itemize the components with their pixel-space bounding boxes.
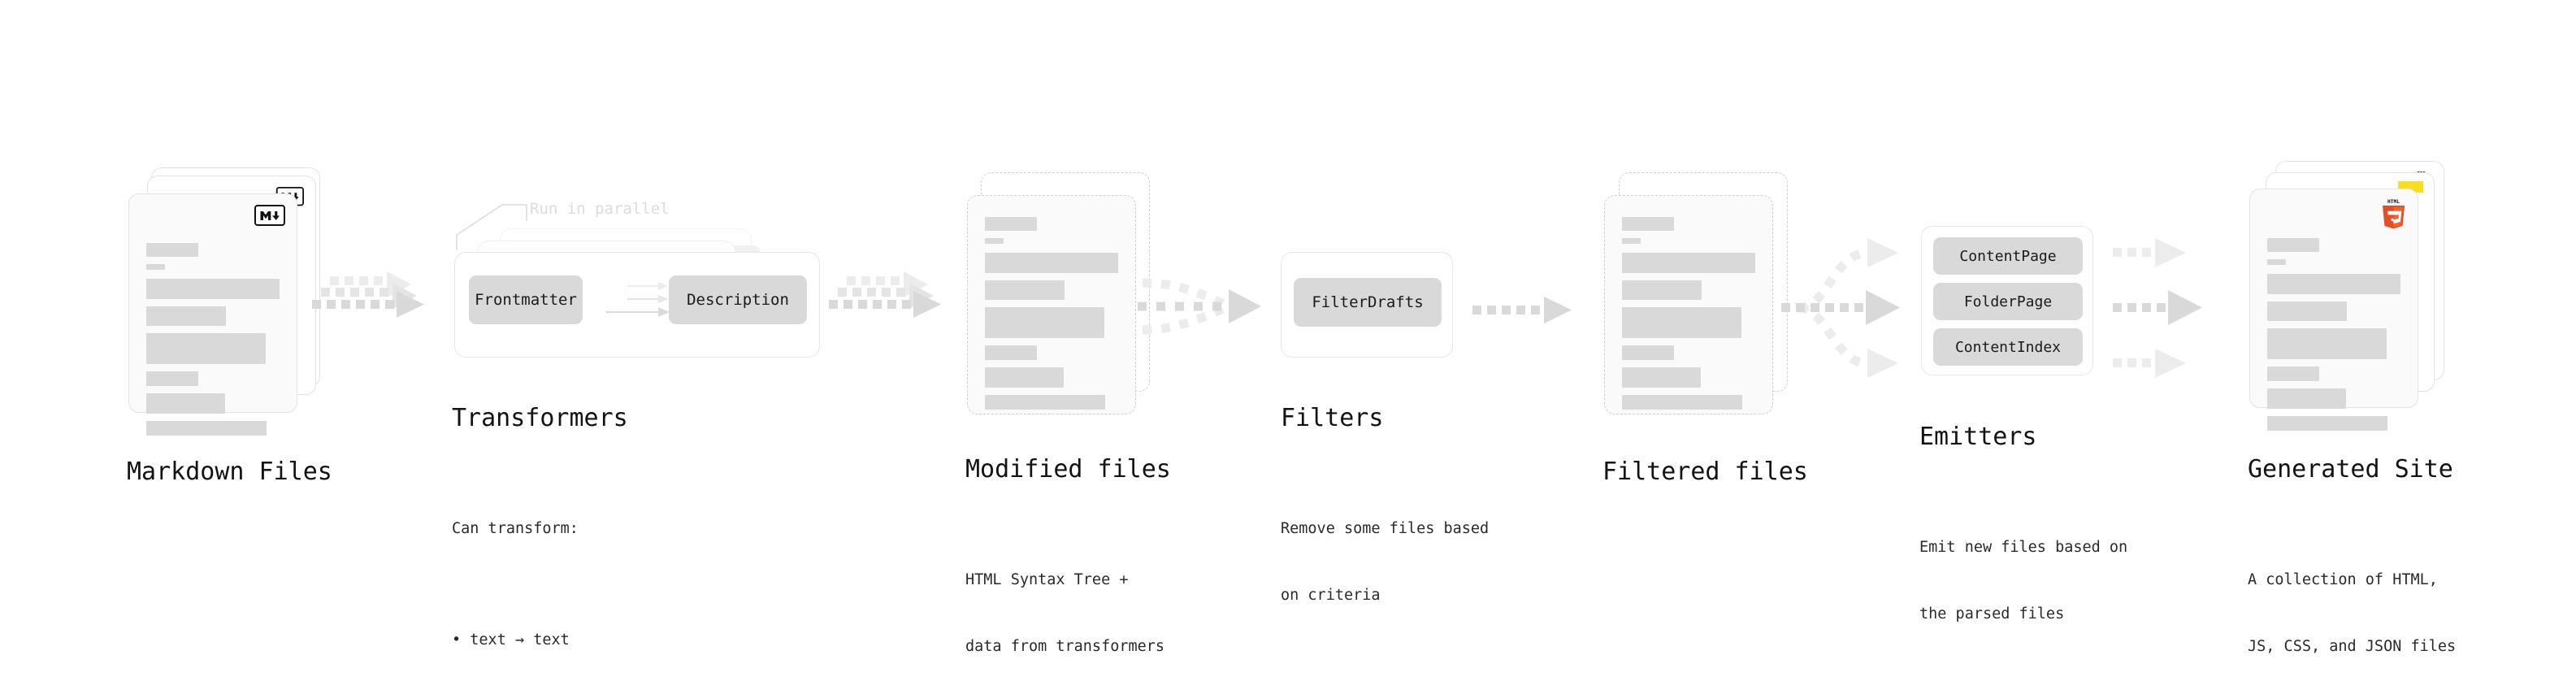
- subtitle-line: Remove some files based: [1281, 519, 1490, 537]
- html5-badge: HTML: [2380, 197, 2407, 229]
- skeleton-bar: [2267, 259, 2286, 265]
- markdown-card-front: [128, 193, 297, 436]
- caption-emitters: Emitters Emit new files based on the par…: [1919, 394, 2127, 681]
- connector-emitters-to-site: [2113, 238, 2202, 378]
- stage-title: Modified files: [965, 455, 1171, 484]
- emitters-box[interactable]: ContentPage FolderPage ContentIndex: [1921, 226, 2093, 375]
- skeleton-bar: [2267, 367, 2319, 381]
- skeleton-bar: [146, 264, 165, 270]
- stage-title: Filters: [1281, 404, 1384, 432]
- skeleton-bar: [985, 280, 1065, 300]
- filters-box[interactable]: FilterDrafts: [1281, 252, 1453, 358]
- skeleton-bar: [146, 371, 198, 386]
- skeleton-bar: [1622, 367, 1701, 388]
- stage-subtitle: A collection of HTML, JS, CSS, and JSON …: [2248, 524, 2456, 681]
- stage-subtitle: Can transform: • text → text • markdown …: [452, 473, 642, 681]
- skeleton-bar: [146, 393, 225, 414]
- stage-subtitle: HTML Syntax Tree + data from transformer…: [965, 524, 1171, 681]
- stage-title: Filtered files: [1602, 458, 1808, 486]
- skeleton-bar: [985, 238, 1004, 244]
- stage-title: Generated Site: [2248, 455, 2453, 484]
- connector-transformers-to-modified: [829, 271, 941, 318]
- skeleton-bar: [1622, 238, 1641, 244]
- subtitle-line: JS, CSS, and JSON files: [2248, 637, 2457, 655]
- skeleton-bar: [1622, 217, 1674, 231]
- skeleton-bar: [985, 395, 1105, 410]
- skeleton-bar: [985, 253, 1118, 273]
- skeleton-bar: [985, 367, 1064, 388]
- subtitle-line: the parsed files: [1919, 605, 2065, 622]
- filtered-card-front: [1604, 195, 1773, 414]
- skeleton-bar: [146, 279, 280, 299]
- transformer-node-frontmatter[interactable]: Frontmatter: [469, 275, 583, 324]
- transformer-inner-arrows: [606, 282, 670, 317]
- skeleton-bar: [1622, 395, 1742, 410]
- skeleton-bars: [985, 217, 1120, 417]
- skeleton-bar: [2267, 238, 2319, 252]
- skeleton-bar: [146, 306, 226, 326]
- modified-card-front: [967, 195, 1136, 414]
- skeleton-bar: [146, 243, 198, 257]
- caption-modified-files: Modified files HTML Syntax Tree + data f…: [965, 427, 1171, 681]
- caption-transformers: Transformers Can transform: • text → tex…: [452, 375, 642, 681]
- skeleton-bar: [1622, 253, 1755, 273]
- skeleton-bar: [985, 307, 1104, 338]
- skeleton-bars: [146, 243, 281, 443]
- transform-bullet-list: • text → text • markdown → markdown • ht…: [452, 584, 642, 681]
- subtitle-line: data from transformers: [965, 637, 1165, 655]
- stage-subtitle: Emit new files based on the parsed files: [1919, 492, 2127, 670]
- subtitle-line: Emit new files based on: [1919, 538, 2128, 556]
- connector-filtered-to-emitters: [1781, 238, 1900, 378]
- caption-filters: Filters Remove some files based on crite…: [1281, 375, 1489, 681]
- filter-node-filterdrafts[interactable]: FilterDrafts: [1294, 278, 1442, 327]
- skeleton-bars: [1622, 217, 1757, 417]
- skeleton-bar: [146, 333, 266, 364]
- connector-filters-to-filtered: [1472, 297, 1572, 323]
- caption-generated-site: Generated Site A collection of HTML, JS,…: [2248, 427, 2456, 681]
- emitter-node-folderpage[interactable]: FolderPage: [1933, 283, 2083, 320]
- emitter-node-contentindex[interactable]: ContentIndex: [1933, 328, 2083, 366]
- skeleton-bar: [2267, 301, 2347, 321]
- skeleton-bar: [1622, 280, 1702, 300]
- svg-text:HTML: HTML: [2387, 199, 2400, 205]
- caption-markdown-files: Markdown Files: [127, 429, 332, 515]
- emitter-node-contentpage[interactable]: ContentPage: [1933, 237, 2083, 275]
- site-card-front: HTML: [2249, 189, 2418, 431]
- connector-markdown-to-transformers: [312, 271, 424, 318]
- subtitle-line: on criteria: [1281, 586, 1381, 604]
- parallel-leader-line: [456, 204, 527, 250]
- skeleton-bar: [2267, 274, 2400, 294]
- skeleton-bar: [985, 345, 1037, 360]
- stage-title: Markdown Files: [127, 458, 332, 486]
- skeleton-bar: [1622, 307, 1741, 338]
- caption-filtered-files: Filtered files: [1602, 429, 1808, 515]
- run-in-parallel-label: Run in parallel: [530, 200, 670, 218]
- skeleton-bar: [2267, 328, 2387, 359]
- stage-title: Transformers: [452, 404, 628, 432]
- skeleton-bar: [985, 217, 1037, 231]
- transformer-node-description[interactable]: Description: [669, 275, 807, 324]
- connector-modified-to-filters: [1138, 278, 1261, 335]
- transform-bullet: • text → text: [452, 631, 570, 648]
- stage-title: Emitters: [1919, 423, 2037, 451]
- skeleton-bar: [1622, 345, 1674, 360]
- subtitle-line: A collection of HTML,: [2248, 570, 2438, 588]
- skeleton-bar: [2267, 416, 2387, 431]
- skeleton-bar: [146, 421, 267, 436]
- skeleton-bar: [2267, 388, 2346, 409]
- subtitle-line: HTML Syntax Tree +: [965, 570, 1129, 588]
- transformer-box-front[interactable]: Frontmatter Description: [454, 252, 820, 358]
- markdown-badge: [254, 205, 285, 226]
- can-transform-label: Can transform:: [452, 519, 579, 537]
- stage-subtitle: Remove some files based on criteria: [1281, 473, 1489, 651]
- skeleton-bars: [2267, 238, 2402, 438]
